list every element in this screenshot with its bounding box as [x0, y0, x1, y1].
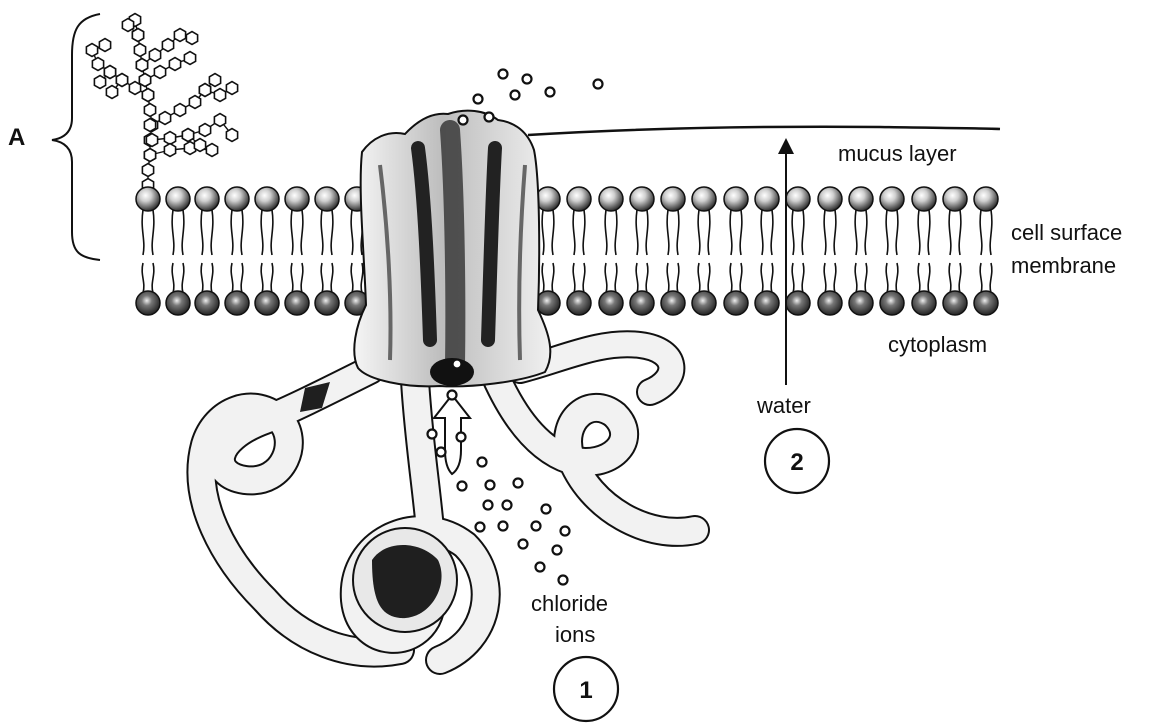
water-label: water — [756, 393, 811, 418]
phospholipid — [974, 187, 998, 315]
chloride-ion — [532, 522, 541, 531]
marker-2-text: 2 — [790, 449, 803, 476]
chloride-ion — [474, 95, 483, 104]
phospholipid — [661, 187, 685, 315]
chloride-ion — [484, 501, 493, 510]
label-a: A — [8, 124, 25, 151]
phospholipid — [630, 187, 654, 315]
phospholipid — [255, 187, 279, 315]
chloride-ion — [523, 75, 532, 84]
phospholipid — [195, 187, 219, 315]
phospholipid — [599, 187, 623, 315]
chloride-ion — [499, 70, 508, 79]
glycan-tree — [86, 14, 237, 192]
marker-2: 2 — [765, 429, 829, 493]
chloride-ion — [536, 563, 545, 572]
phospholipid — [166, 187, 190, 315]
chloride-ion — [542, 505, 551, 514]
chloride-ion — [428, 430, 437, 439]
chloride-ion — [448, 391, 457, 400]
chloride-ion — [458, 482, 467, 491]
chloride-ion — [457, 433, 466, 442]
chloride-ion — [546, 88, 555, 97]
membrane-label-line1: cell surface — [1011, 220, 1122, 245]
phospholipid — [849, 187, 873, 315]
chloride-ion — [519, 540, 528, 549]
marker-1: 1 — [554, 657, 618, 721]
phospholipid — [567, 187, 591, 315]
phospholipid — [755, 187, 779, 315]
phospholipid — [880, 187, 904, 315]
chloride-label-line2: ions — [555, 622, 595, 647]
chloride-ion — [485, 113, 494, 122]
marker-1-text: 1 — [579, 677, 592, 704]
chloride-ion — [486, 481, 495, 490]
chloride-ion — [511, 91, 520, 100]
chloride-label-line1: chloride — [531, 591, 608, 616]
phospholipid — [912, 187, 936, 315]
chloride-ion — [437, 448, 446, 457]
chloride-ion — [594, 80, 603, 89]
membrane-label-line2: membrane — [1011, 253, 1116, 278]
phospholipid-bilayer — [136, 187, 998, 315]
chloride-ion — [478, 458, 487, 467]
chloride-ion — [514, 479, 523, 488]
phospholipid — [818, 187, 842, 315]
chloride-ion — [476, 523, 485, 532]
phospholipid — [786, 187, 810, 315]
mucus-layer-line — [528, 127, 1000, 135]
phospholipid — [692, 187, 716, 315]
cftr-channel-protein — [354, 111, 550, 387]
phospholipid — [285, 187, 309, 315]
phospholipid — [724, 187, 748, 315]
phospholipid — [225, 187, 249, 315]
phospholipid — [943, 187, 967, 315]
phospholipid — [136, 187, 160, 315]
chloride-ion — [499, 522, 508, 531]
chloride-ion — [453, 360, 462, 369]
chloride-ion — [561, 527, 570, 536]
chloride-ion — [459, 116, 468, 125]
chloride-ion — [559, 576, 568, 585]
mucus-layer-label: mucus layer — [838, 141, 957, 166]
chloride-ion — [503, 501, 512, 510]
chloride-ion — [553, 546, 562, 555]
cytoplasm-label: cytoplasm — [888, 332, 987, 357]
phospholipid — [315, 187, 339, 315]
